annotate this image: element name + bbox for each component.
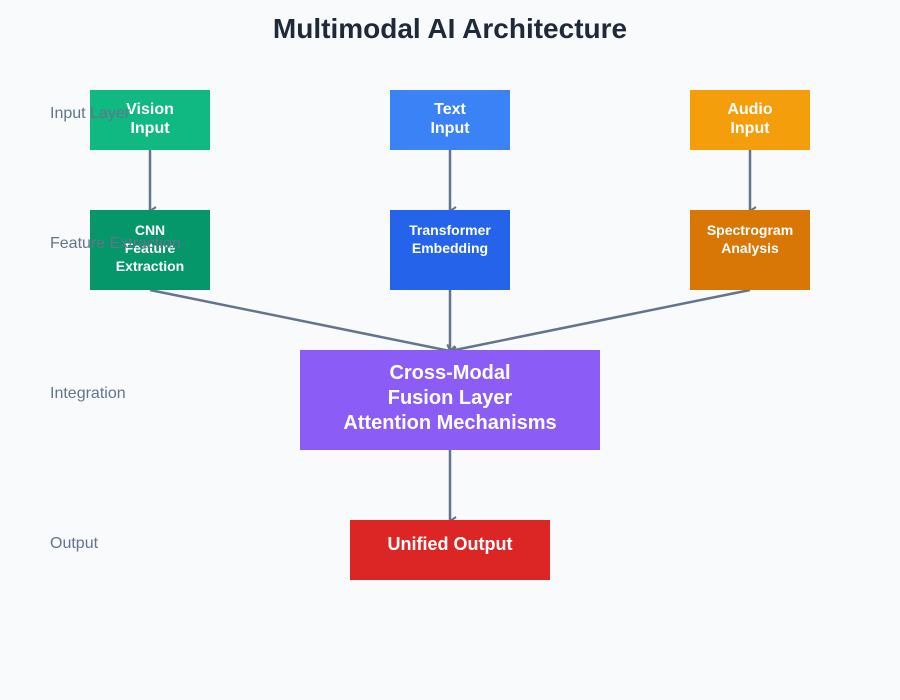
text-input-line-1: Text (434, 101, 466, 118)
cross-modal-fusion-node: Cross-Modal Fusion Layer Attention Mecha… (300, 350, 600, 450)
text-input-node: Text Input (390, 90, 510, 150)
arrow-spectrogram-to-fusion (446, 288, 751, 359)
spectrogram-line-2: Analysis (721, 240, 779, 256)
layer-label-feature: Feature Extraction (50, 235, 181, 252)
audio-input-line-1: Audio (727, 101, 773, 118)
layer-label-input: Input Layer (50, 105, 131, 122)
cnn-line-2: Feature (124, 240, 176, 256)
layer-label-integration: Integration (50, 385, 126, 402)
transformer-line-2: Embedding (411, 240, 489, 256)
vision-input-line-2: Input (130, 120, 170, 137)
spectrogram-line-1: Spectrogram (706, 222, 794, 238)
fusion-line-3: Attention Mechanisms (343, 412, 557, 434)
audio-input-line-2: Input (730, 120, 770, 137)
layer-label-output: Output (50, 535, 99, 552)
fusion-line-1: Cross-Modal (389, 362, 511, 384)
unified-output-node: Unified Output (350, 520, 550, 580)
fusion-line-2: Fusion Layer (387, 387, 513, 409)
cnn-line-3: Extraction (115, 258, 185, 274)
spectrogram-analysis-node: Spectrogram Analysis (690, 210, 810, 290)
cnn-line-1: CNN (134, 222, 166, 238)
text-input-line-2: Input (430, 120, 470, 137)
output-line-1: Unified Output (387, 534, 513, 554)
transformer-line-1: Transformer (409, 222, 491, 238)
vision-input-line-1: Vision (126, 101, 174, 118)
vision-input-node: Vision Input (90, 90, 210, 150)
transformer-embedding-node: Transformer Embedding (390, 210, 510, 290)
arrow-cnn-to-fusion (149, 288, 456, 353)
cnn-feature-extraction-node: CNN Feature Extraction (90, 210, 210, 290)
audio-input-node: Audio Input (690, 90, 810, 150)
diagram-title: Multimodal AI Architecture (272, 13, 628, 44)
